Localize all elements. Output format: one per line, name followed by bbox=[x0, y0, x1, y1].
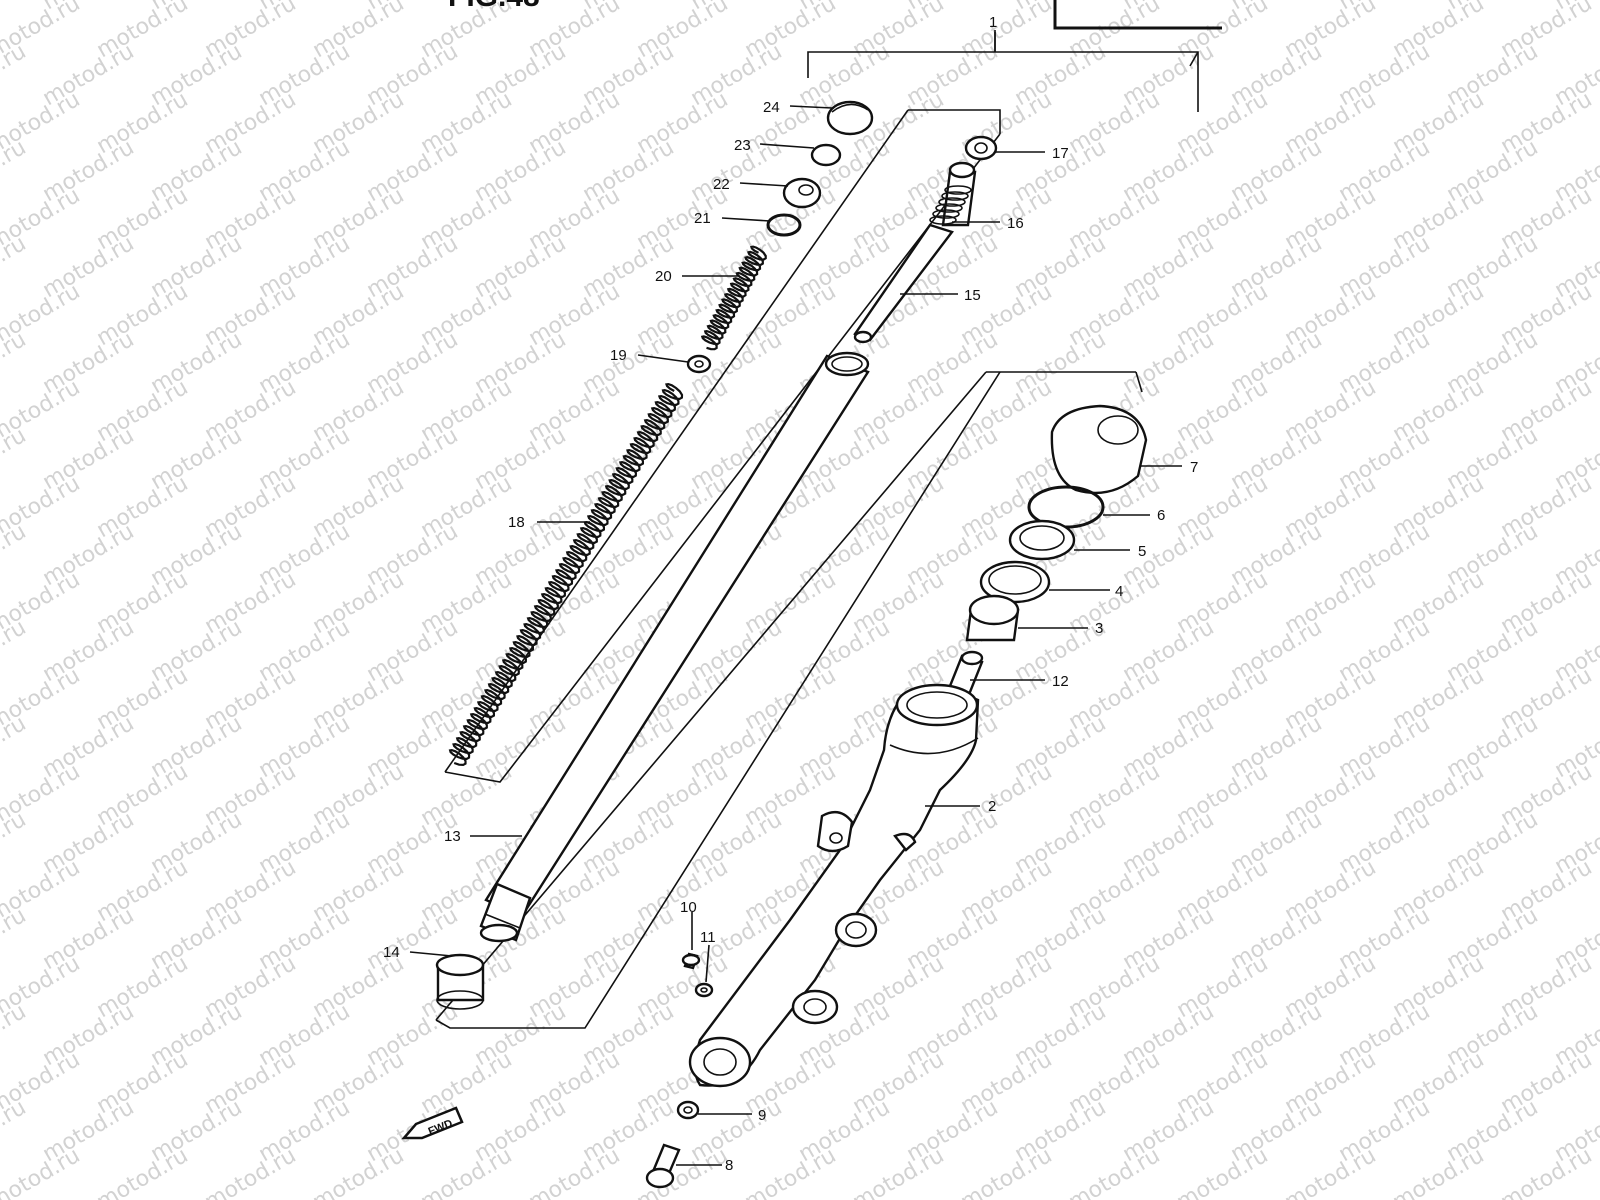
callout-part-13: 13 bbox=[444, 828, 461, 845]
callout-part-2: 2 bbox=[988, 798, 996, 815]
cap-part-24 bbox=[826, 100, 874, 136]
header-box bbox=[1053, 0, 1222, 30]
bushing-part-14 bbox=[435, 953, 485, 1010]
inner-group-frame bbox=[435, 109, 1143, 1029]
watermark-text: motod.ru bbox=[417, 1143, 517, 1200]
callout-part-14: 14 bbox=[383, 944, 400, 961]
callout-part-3: 3 bbox=[1095, 620, 1103, 637]
fork-spring-part-18 bbox=[448, 382, 684, 767]
washer-part-19 bbox=[686, 354, 712, 374]
watermark-text: motod.ru bbox=[0, 615, 30, 687]
callout-part-7: 7 bbox=[1190, 459, 1198, 476]
callout-part-12: 12 bbox=[1052, 673, 1069, 690]
washer-part-11 bbox=[694, 982, 714, 998]
plug-part-22 bbox=[782, 177, 822, 209]
bushing-part-3 bbox=[965, 594, 1020, 642]
callouts: 1 2 3 4 5 6 7 8 9 10 11 12 13 14 15 16 1 bbox=[383, 14, 1198, 1174]
watermark-text: motod.ru bbox=[0, 39, 30, 111]
watermark-text: motod.ru bbox=[741, 1143, 841, 1200]
washer-part-4 bbox=[979, 560, 1051, 604]
watermark-text: motod.ru bbox=[1173, 1143, 1273, 1200]
watermark-text: motod.ru bbox=[0, 903, 30, 975]
gasket-part-9 bbox=[676, 1100, 700, 1120]
watermark-text: motod.ru bbox=[633, 1143, 733, 1200]
callout-part-20: 20 bbox=[655, 268, 672, 285]
watermark-text: motod.ru bbox=[0, 0, 30, 15]
watermark-text: motod.ru bbox=[849, 1143, 949, 1200]
callout-part-9: 9 bbox=[758, 1107, 766, 1124]
callout-part-6: 6 bbox=[1157, 507, 1165, 524]
callout-part-21: 21 bbox=[694, 210, 711, 227]
oil-seal-part-5 bbox=[1008, 519, 1076, 561]
inner-tube-part-13 bbox=[479, 351, 870, 943]
damper-rod-part-15 bbox=[853, 223, 954, 344]
seal-part-17 bbox=[964, 135, 998, 161]
callout-part-10: 10 bbox=[680, 899, 697, 916]
damper-rod-part-16 bbox=[929, 161, 977, 227]
callout-part-16: 16 bbox=[1007, 215, 1024, 232]
dust-boot-part-7 bbox=[1050, 404, 1148, 495]
callout-part-8: 8 bbox=[725, 1157, 733, 1174]
callout-part-11: 11 bbox=[700, 929, 716, 946]
watermark-text: motod.ru bbox=[0, 231, 30, 303]
bolt-part-8 bbox=[645, 1143, 681, 1189]
callout-part-19: 19 bbox=[610, 347, 627, 364]
callout-part-17: 17 bbox=[1052, 145, 1069, 162]
outer-tube-part-2 bbox=[688, 683, 980, 1088]
watermark-text: motod.ru bbox=[0, 1095, 30, 1167]
callout-part-5: 5 bbox=[1138, 543, 1146, 560]
callout-part-4: 4 bbox=[1115, 583, 1123, 600]
callout-part-1: 1 bbox=[989, 14, 997, 31]
bolt-part-10 bbox=[681, 952, 701, 970]
watermark-text: motod.ru bbox=[957, 1143, 1057, 1200]
watermark-text: motod.ru bbox=[0, 135, 30, 207]
callout-part-18: 18 bbox=[508, 514, 525, 531]
spacer-spring-part-20 bbox=[700, 245, 767, 351]
o-ring-part-21 bbox=[766, 213, 802, 237]
watermark-text: motod.ru bbox=[1497, 1143, 1597, 1200]
callout-part-22: 22 bbox=[713, 176, 730, 193]
watermark-text: motod.ru bbox=[0, 327, 30, 399]
callout-part-24: 24 bbox=[763, 99, 780, 116]
watermark-text: motod.ru bbox=[1281, 1143, 1381, 1200]
watermark-text: motod.ru bbox=[0, 519, 30, 591]
watermark-text: motod.ru bbox=[93, 1143, 193, 1200]
watermark-text: motod.ru bbox=[525, 1143, 625, 1200]
watermark-text: motod.ru bbox=[1389, 1143, 1489, 1200]
watermark-text: motod.ru bbox=[0, 711, 30, 783]
watermark-text: motod.ru bbox=[309, 1143, 409, 1200]
watermark-text: motod.ru bbox=[201, 1143, 301, 1200]
callout-part-23: 23 bbox=[734, 137, 751, 154]
callout-part-15: 15 bbox=[964, 287, 981, 304]
watermark-text: motod.ru bbox=[0, 423, 30, 495]
circlip-part-23 bbox=[810, 143, 842, 167]
watermark-text: motod.ru bbox=[1065, 1143, 1165, 1200]
watermark-text: motod.ru bbox=[0, 807, 30, 879]
watermark-text: motod.ru bbox=[0, 999, 30, 1071]
figure-label: FIG.48 bbox=[448, 0, 540, 13]
